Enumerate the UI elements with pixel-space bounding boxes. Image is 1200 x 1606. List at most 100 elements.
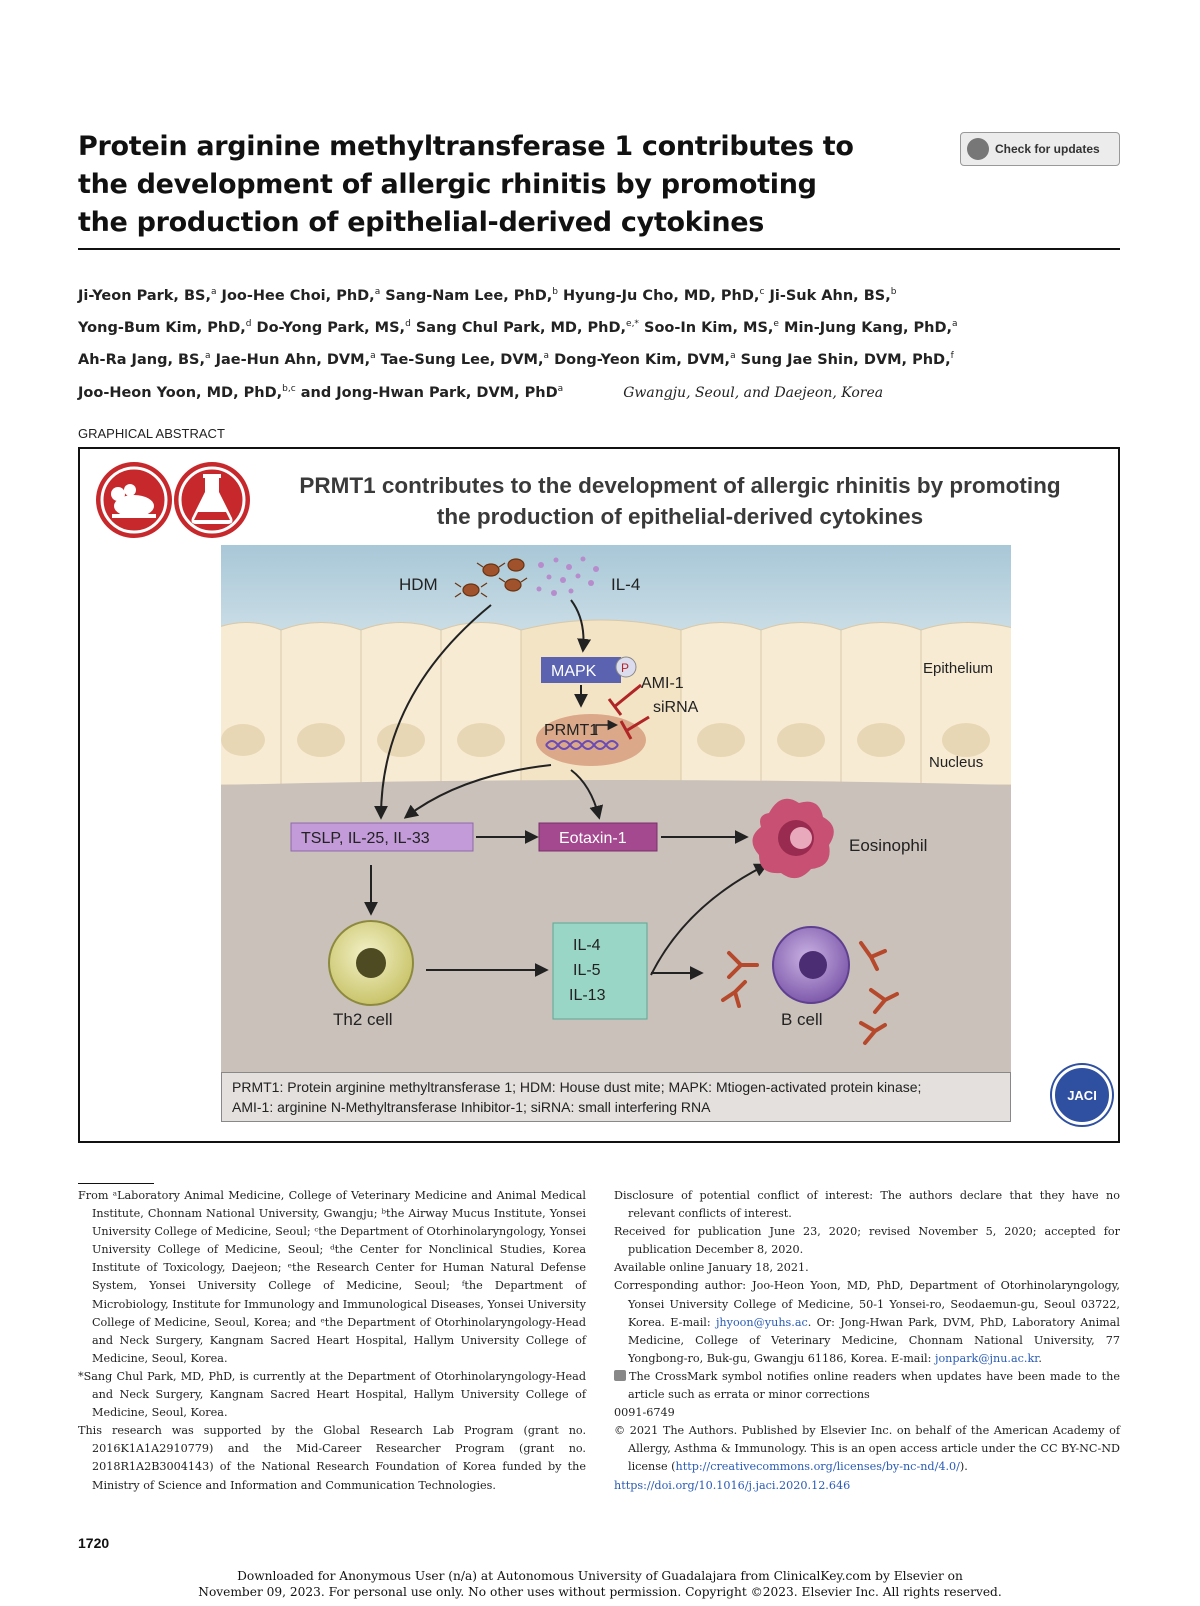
epithelial-cell — [210, 622, 282, 786]
title-line: the development of allergic rhinitis by … — [78, 169, 817, 200]
author: and Jong-Hwan Park, DVM, PhDa — [300, 383, 564, 401]
b-cell — [772, 926, 850, 1004]
issn-footnote: 0091-6749 — [614, 1406, 675, 1420]
page-number: 1720 — [78, 1535, 110, 1551]
author-line: Ah-Ra Jang, BS,a Jae-Hun Ahn, DVM,a Tae-… — [78, 343, 1128, 375]
crossmark-icon — [614, 1369, 626, 1381]
affiliations-footnote: From ᵃLaboratory Animal Medicine, Colleg… — [78, 1189, 586, 1365]
title-line: Protein arginine methyltransferase 1 con… — [78, 131, 854, 162]
author: Yong-Bum Kim, PhD,d — [78, 319, 252, 337]
author: Jae-Hun Ahn, DVM,a — [215, 351, 376, 369]
il13-label: IL-13 — [569, 987, 606, 1004]
ga-title-line: PRMT1 contributes to the development of … — [299, 473, 1061, 498]
nucleus — [297, 723, 345, 757]
footnotes-right: Disclosure of potential conflict of inte… — [614, 1187, 1120, 1495]
nucleus — [942, 723, 990, 757]
epithelial-cell — [840, 622, 922, 786]
house-dust-mite-icon — [454, 558, 528, 598]
mapk-box — [541, 657, 621, 683]
phosphate-icon — [615, 656, 637, 678]
jaci-seal-icon: JACI — [1052, 1065, 1112, 1125]
phosphate-label: P — [621, 661, 629, 675]
caption-line: AMI-1: arginine N-Methyltransferase Inhi… — [232, 1099, 711, 1115]
il4-particles — [536, 556, 599, 596]
check-for-updates-button[interactable]: Check for updates — [960, 132, 1120, 166]
author: Do-Yong Park, MS,d — [256, 319, 411, 337]
current-address-footnote: *Sang Chul Park, MD, PhD, is currently a… — [78, 1369, 586, 1420]
author: Joo-Hee Choi, PhD,a — [221, 287, 381, 304]
il4-label: IL-4 — [611, 575, 640, 594]
author: Joo-Heon Yoon, MD, PhD,b,c — [78, 383, 296, 401]
email-link[interactable]: jonpark@jnu.ac.kr — [934, 1351, 1039, 1365]
eotaxin-label: Eotaxin-1 — [559, 830, 627, 847]
author: Sang Chul Park, MD, PhD,e,* — [415, 319, 639, 337]
prmt1-label: PRMT1 — [544, 722, 598, 739]
doi-link[interactable]: https://doi.org/10.1016/j.jaci.2020.12.6… — [614, 1478, 851, 1492]
author: Dong-Yeon Kim, DVM,a — [554, 351, 736, 369]
prmt1-nucleus — [536, 714, 646, 766]
disclosure-footnote: Disclosure of potential conflict of inte… — [614, 1189, 1120, 1221]
epithelial-cell — [280, 622, 362, 786]
download-notice: Downloaded for Anonymous User (n/a) at A… — [0, 1568, 1200, 1600]
nucleus — [857, 723, 905, 757]
author-line: Yong-Bum Kim, PhD,d Do-Yong Park, MS,d S… — [78, 310, 1128, 342]
author: Sang-Nam Lee, PhD,b — [385, 287, 558, 304]
nucleus — [777, 723, 825, 757]
received-footnote: Received for publication June 23, 2020; … — [614, 1225, 1120, 1257]
pathway-diagram: HDM IL-4 MAPK P AMI-1 siRNA PRMT1 Epithe… — [210, 545, 1022, 1080]
inhibitor-markers — [607, 683, 650, 740]
affiliation-places: Gwangju, Seoul, and Daejeon, Korea — [623, 384, 884, 401]
email-link[interactable]: jhyoon@yuhs.ac — [715, 1315, 808, 1329]
th2-cell-label: Th2 cell — [333, 1010, 393, 1029]
corresponding-footnote: Corresponding author: Joo-Heon Yoon, MD,… — [614, 1279, 1121, 1365]
nucleus — [221, 724, 265, 756]
author-line: Joo-Heon Yoon, MD, PhD,b,c and Jong-Hwan… — [78, 375, 1128, 407]
author: Ji-Suk Ahn, BS,b — [769, 287, 897, 304]
author: Min-Jung Kang, PhD,a — [784, 319, 958, 337]
crossmark-icon — [967, 138, 989, 160]
epithelium-label: Epithelium — [923, 660, 993, 677]
download-notice-line: Downloaded for Anonymous User (n/a) at A… — [237, 1569, 963, 1583]
footnotes-left: From ᵃLaboratory Animal Medicine, Colleg… — [78, 1187, 586, 1495]
graphical-abstract-title: PRMT1 contributes to the development of … — [250, 470, 1110, 532]
epithelial-cell — [440, 622, 522, 786]
sirna-label: siRNA — [653, 699, 699, 716]
title-rule — [78, 248, 1120, 250]
graphical-abstract-label: GRAPHICAL ABSTRACT — [78, 426, 225, 441]
title-line: the production of epithelial-derived cyt… — [78, 207, 765, 238]
epithelial-cell — [760, 622, 842, 786]
eosinophil-cell — [752, 798, 834, 879]
author: Sung Jae Shin, DVM, PhD,f — [740, 351, 954, 369]
check-for-updates-label: Check for updates — [995, 142, 1100, 156]
nucleus-label: Nucleus — [929, 754, 983, 771]
ami1-label: AMI-1 — [641, 675, 684, 692]
author: Ah-Ra Jang, BS,a — [78, 351, 211, 369]
funding-footnote: This research was supported by the Globa… — [78, 1424, 586, 1492]
nucleus — [697, 723, 745, 757]
mouse-model-icon — [96, 462, 172, 538]
antibody-icon — [721, 941, 899, 1045]
author-line: Ji-Yeon Park, BS,a Joo-Hee Choi, PhD,a S… — [78, 278, 1128, 310]
hdm-label: HDM — [399, 575, 438, 594]
epithelial-cytokines-label: TSLP, IL-25, IL-33 — [301, 830, 430, 847]
interleukins-box — [552, 922, 648, 1020]
caption-line: PRMT1: Protein arginine methyltransferas… — [232, 1079, 922, 1095]
nucleus — [457, 723, 505, 757]
epithelial-cell — [360, 622, 442, 786]
article-title: Protein arginine methyltransferase 1 con… — [78, 128, 928, 242]
il5-label: IL-5 — [573, 962, 601, 979]
author: Tae-Sung Lee, DVM,a — [380, 351, 550, 369]
ga-title-line: the production of epithelial-derived cyt… — [436, 504, 924, 529]
eotaxin-box — [538, 822, 658, 852]
crossmark-footnote: The CrossMark symbol notifies online rea… — [614, 1368, 1120, 1404]
in-vitro-flask-icon — [174, 462, 250, 538]
th2-cell — [328, 920, 414, 1006]
author: Soo-In Kim, MS,e — [644, 319, 779, 337]
license-link[interactable]: http://creativecommons.org/licenses/by-n… — [675, 1460, 960, 1474]
il4-secreted-label: IL-4 — [573, 937, 601, 954]
copyright-footnote: © 2021 The Authors. Published by Elsevie… — [614, 1424, 1120, 1474]
submucosa — [221, 760, 1011, 1080]
mapk-label: MAPK — [551, 663, 597, 680]
author-list: Ji-Yeon Park, BS,a Joo-Hee Choi, PhD,a S… — [78, 278, 1128, 407]
pathway-arrows — [364, 599, 769, 980]
